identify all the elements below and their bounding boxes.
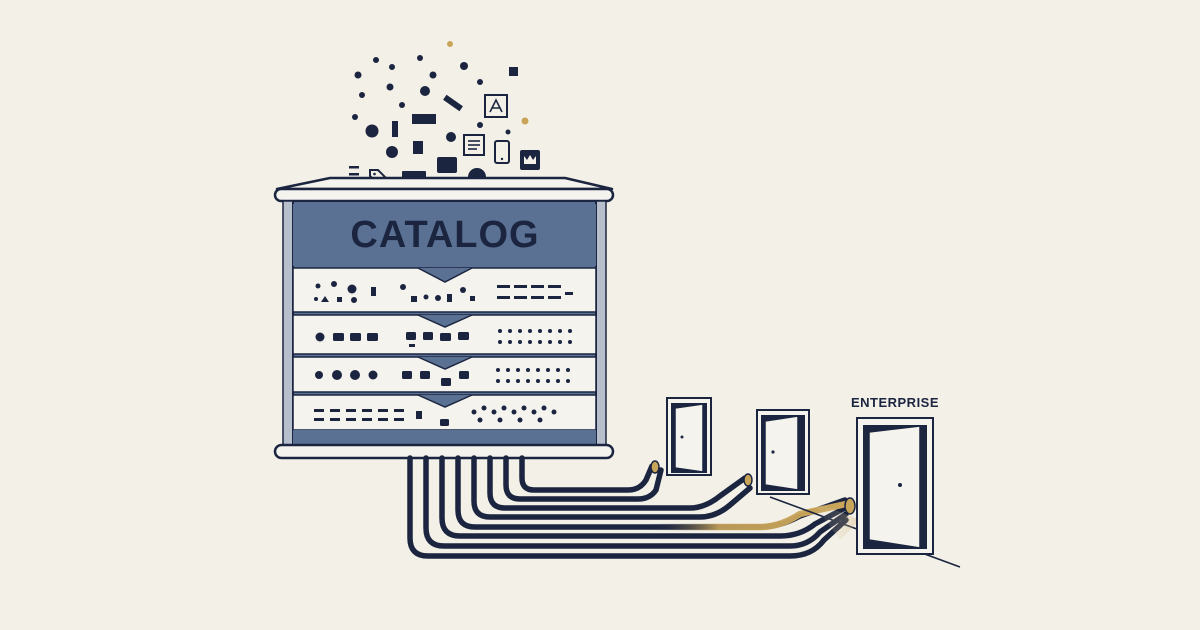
app-store-icon	[484, 94, 508, 118]
catalog-tray	[292, 394, 597, 431]
catalog-tray	[292, 267, 597, 313]
door-1	[666, 397, 712, 476]
door-enterprise: ENTERPRISE	[851, 395, 939, 555]
mobile-icon	[494, 140, 510, 164]
door-label-enterprise: ENTERPRISE	[851, 395, 939, 410]
catalog-container: CATALOG	[273, 176, 615, 460]
glow	[810, 500, 860, 540]
data-particles	[349, 41, 529, 186]
document-icon	[463, 134, 485, 156]
catalog-tray	[292, 356, 597, 393]
crown-icon	[520, 150, 540, 170]
catalog-title: CATALOG	[350, 214, 539, 256]
catalog-tray	[292, 314, 597, 355]
data-cables	[407, 455, 856, 559]
door-2	[756, 409, 810, 495]
